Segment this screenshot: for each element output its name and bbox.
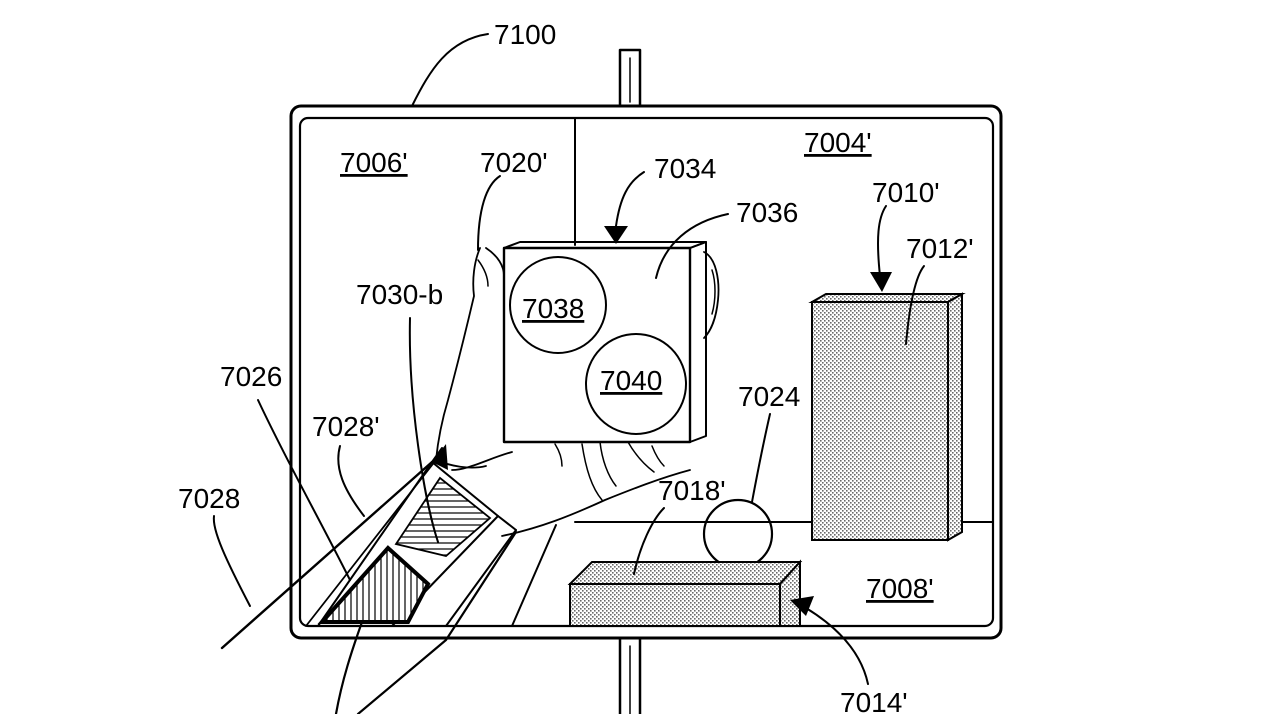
floating-ui-panel	[502, 241, 707, 444]
label-region-top-left: 7006'	[340, 147, 408, 178]
leader-lines	[212, 33, 925, 685]
label-object-low: 7018'	[658, 475, 726, 506]
label-user-interface-panel: 7036	[736, 197, 798, 228]
label-hand: 7020'	[480, 147, 548, 178]
control-7038-circle	[509, 256, 607, 354]
label-user-interface: 7034	[654, 153, 716, 184]
label-control-a: 7038	[522, 293, 584, 324]
label-controller-outer: 7028	[178, 483, 240, 514]
control-7040-circle	[585, 333, 687, 435]
label-sphere: 7024	[738, 381, 800, 412]
controller-device	[317, 447, 517, 627]
figure-labels: 7100 7004' 7006' 7020' 7034 7036 7010' 7…	[178, 19, 974, 714]
label-object-low-arrow: 7014'	[840, 687, 908, 714]
label-region-bottom-right: 7008'	[866, 573, 934, 604]
sphere-object	[702, 498, 774, 570]
label-object-tall-face: 7012'	[906, 233, 974, 264]
label-arm-7026: 7026	[220, 361, 282, 392]
label-controller: 7028'	[312, 411, 380, 442]
low-box-object	[567, 559, 803, 627]
room-lines	[511, 117, 994, 627]
label-object-tall: 7010'	[872, 177, 940, 208]
outer-arm-lines	[220, 460, 518, 714]
label-region-top-right: 7004'	[804, 127, 872, 158]
label-device: 7100	[494, 19, 556, 50]
label-control-b: 7040	[600, 365, 662, 396]
label-arm: 7030-b	[356, 279, 443, 310]
tall-box-object	[808, 292, 966, 542]
hand-and-arm	[305, 247, 720, 627]
